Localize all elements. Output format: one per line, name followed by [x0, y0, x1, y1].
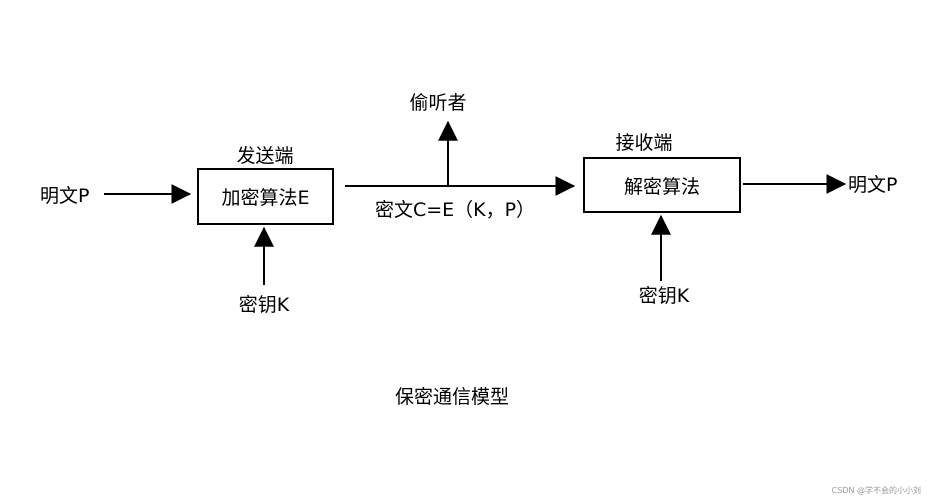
receiver-label: 接收端 — [615, 132, 673, 154]
eavesdropper-label: 偷听者 — [409, 92, 467, 114]
decrypt-box: 解密算法 — [583, 157, 741, 213]
key-right-label: 密钥K — [638, 285, 690, 307]
encrypt-box: 加密算法E — [197, 168, 334, 225]
decrypt-box-label: 解密算法 — [623, 175, 700, 198]
key-left-label: 密钥K — [238, 294, 290, 316]
output-plaintext-label: 明文P — [848, 174, 898, 196]
input-plaintext-label: 明文P — [40, 185, 90, 207]
encrypt-box-label: 加密算法E — [221, 187, 310, 209]
sender-label: 发送端 — [236, 145, 294, 167]
csdn-watermark: CSDN @学不会的小小刘 — [831, 486, 921, 495]
diagram-caption: 保密通信模型 — [394, 386, 510, 408]
channel-label: 密文C=E（K，P） — [374, 199, 536, 221]
